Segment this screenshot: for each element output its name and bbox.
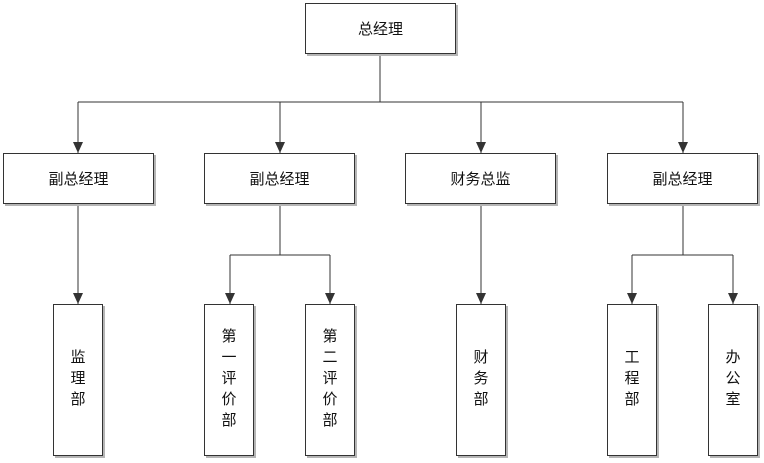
eval-dept-2-box: 第二评价部 [305, 304, 355, 456]
vp-left-box: 副总经理 [3, 153, 154, 204]
finance-director-box: 财务总监 [405, 153, 556, 204]
vp-mid-label: 副总经理 [249, 170, 310, 188]
finance-dept-box: 财务部 [456, 304, 506, 456]
vp-mid-box: 副总经理 [204, 153, 355, 204]
vp-left-label: 副总经理 [48, 170, 109, 188]
finance-dept-label: 财务部 [471, 348, 490, 412]
ceo-label: 总经理 [357, 20, 403, 38]
supervision-dept-label: 监理部 [68, 348, 87, 412]
engineering-dept-label: 工程部 [622, 348, 641, 412]
engineering-dept-box: 工程部 [607, 304, 657, 456]
eval-dept-1-label: 第一评价部 [219, 327, 238, 433]
supervision-dept-box: 监理部 [53, 304, 103, 456]
office-label: 办公室 [723, 348, 742, 412]
vp-right-label: 副总经理 [652, 170, 713, 188]
finance-director-label: 财务总监 [450, 170, 511, 188]
ceo-box: 总经理 [305, 3, 456, 54]
eval-dept-2-label: 第二评价部 [320, 327, 339, 433]
vp-right-box: 副总经理 [607, 153, 758, 204]
office-box: 办公室 [708, 304, 758, 456]
eval-dept-1-box: 第一评价部 [204, 304, 254, 456]
